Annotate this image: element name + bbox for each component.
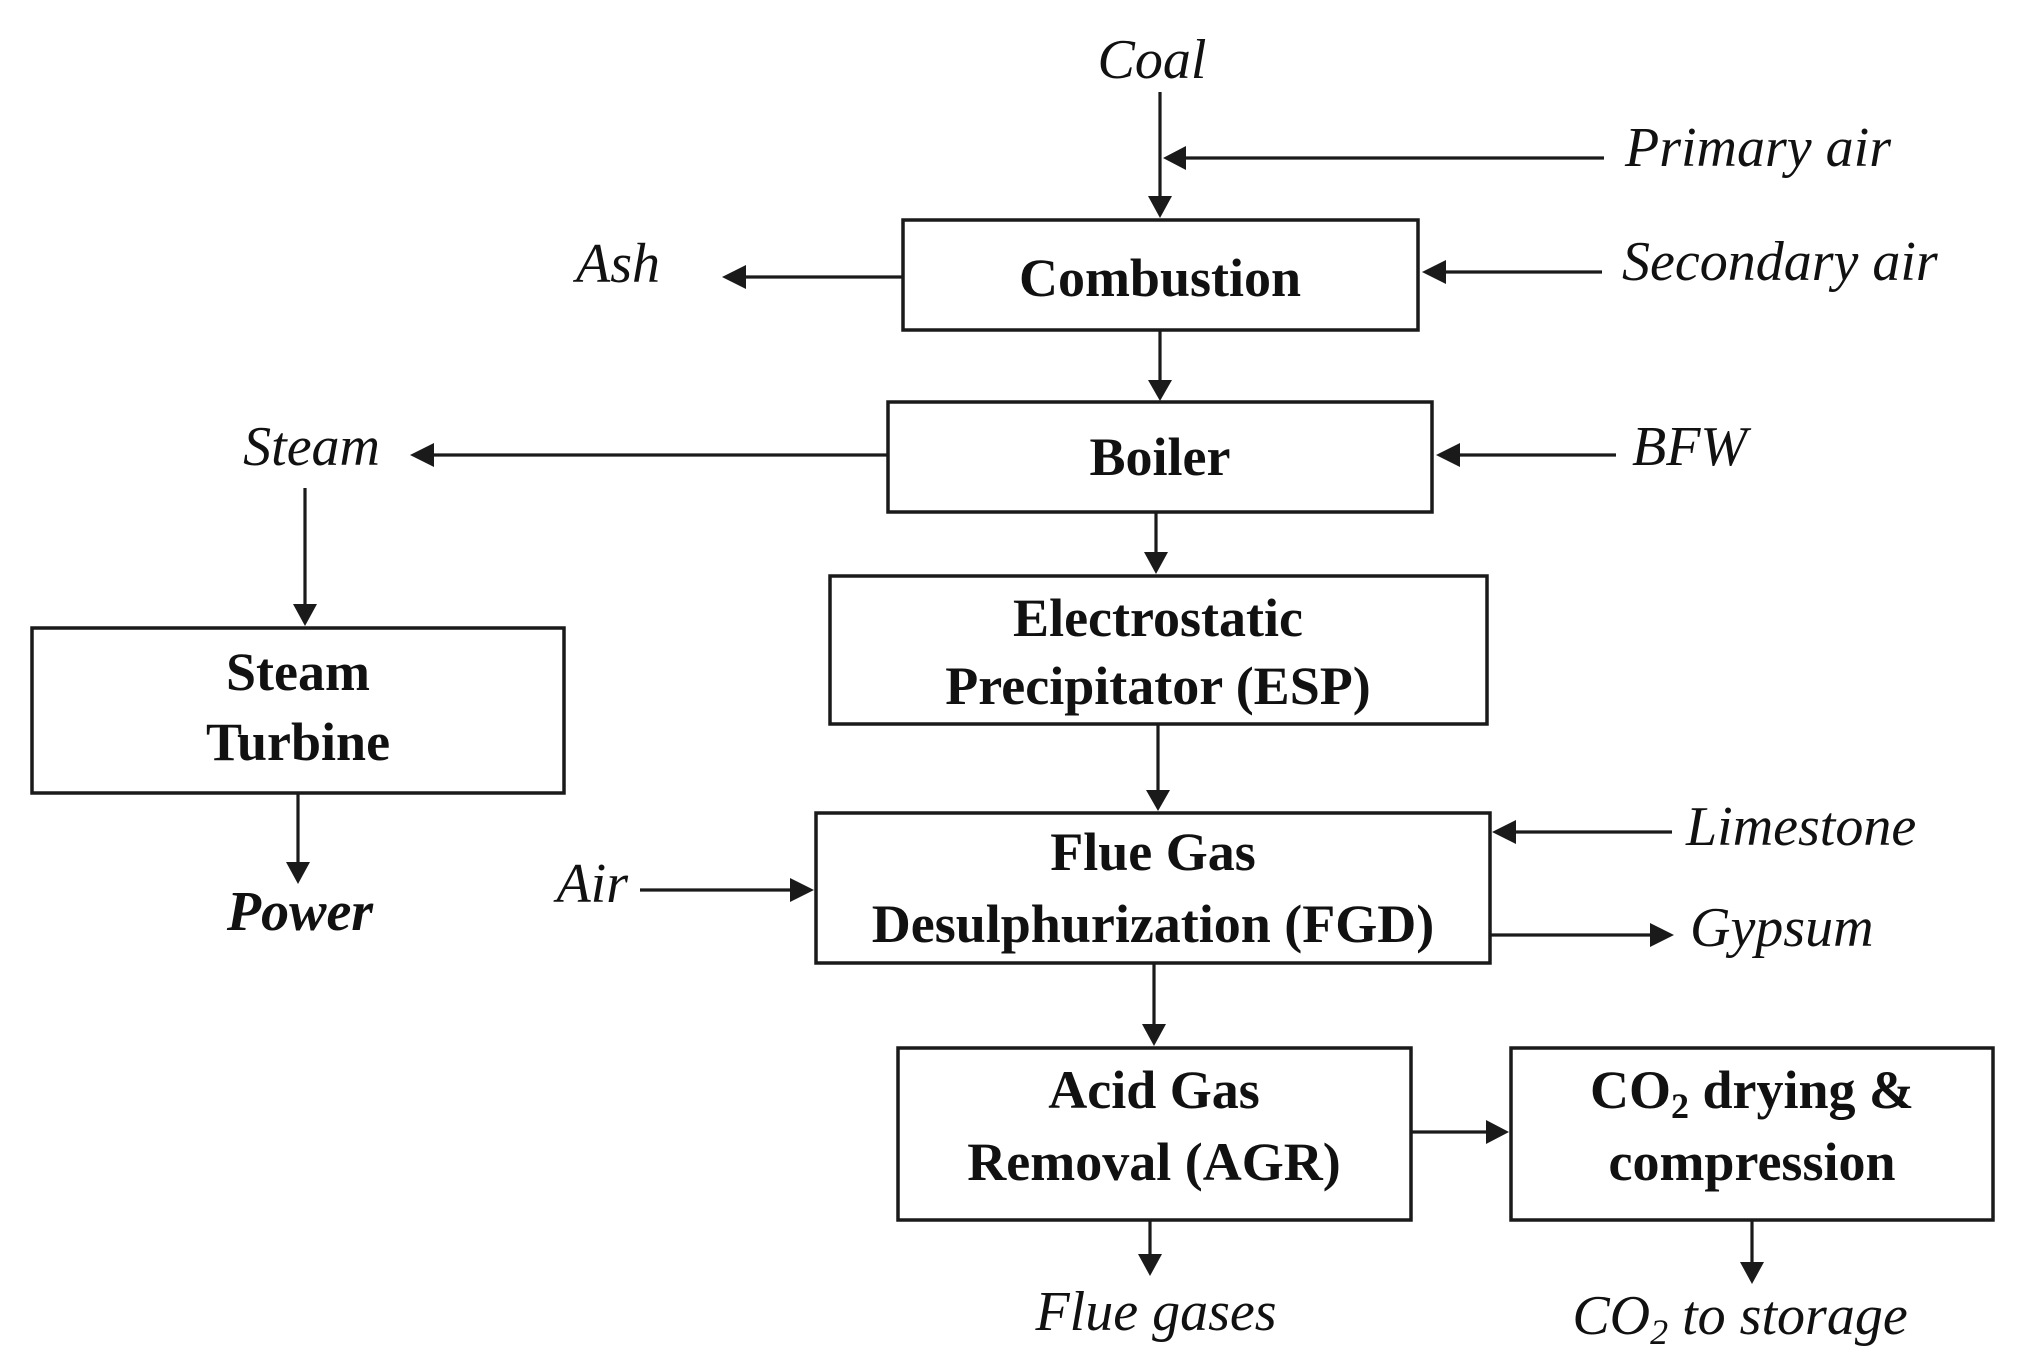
boiler-label: Boiler — [1090, 427, 1231, 487]
gypsum-label: Gypsum — [1690, 897, 1874, 959]
co2-storage-label: CO2 to storage — [1572, 1285, 1907, 1352]
esp-label-line1: Electrostatic — [1013, 588, 1303, 648]
coal-label: Coal — [1098, 29, 1207, 91]
arrow-fgd-to-agr — [1142, 963, 1166, 1046]
steam-turbine-box: Steam Turbine — [30, 626, 566, 795]
agr-label-line1: Acid Gas — [1048, 1060, 1260, 1120]
arrow-agr-to-flue-gases — [1138, 1220, 1162, 1276]
arrow-co2-to-storage — [1740, 1220, 1764, 1284]
combustion-box: Combustion — [901, 218, 1420, 332]
agr-box: Acid Gas Removal (AGR) — [896, 1046, 1413, 1222]
arrow-turbine-to-power — [286, 793, 310, 884]
limestone-label: Limestone — [1685, 796, 1916, 858]
flue-gases-label: Flue gases — [1034, 1281, 1276, 1343]
secondary-air-label: Secondary air — [1622, 231, 1938, 293]
arrow-combustion-to-boiler — [1148, 330, 1172, 401]
co2-compression-label-line2: compression — [1608, 1132, 1895, 1192]
arrow-boiler-to-esp — [1144, 512, 1168, 574]
steam-turbine-label-line1: Steam — [226, 642, 370, 702]
combustion-label: Combustion — [1019, 248, 1301, 308]
arrow-primary-air — [1163, 146, 1604, 170]
arrow-to-ash — [722, 265, 903, 289]
co2-compression-label-line1: CO2 drying & — [1590, 1060, 1914, 1126]
arrow-coal-to-combustion — [1148, 92, 1172, 218]
steam-label: Steam — [243, 416, 380, 478]
primary-air-label: Primary air — [1624, 117, 1891, 179]
esp-box: Electrostatic Precipitator (ESP) — [828, 574, 1489, 726]
fgd-label-line2: Desulphurization (FGD) — [872, 894, 1435, 954]
arrow-air — [640, 878, 814, 902]
boiler-box: Boiler — [886, 400, 1434, 514]
co2-compression-box: CO2 drying & compression — [1509, 1046, 1995, 1222]
fgd-label-line1: Flue Gas — [1050, 822, 1256, 882]
arrow-to-gypsum — [1490, 923, 1674, 947]
steam-turbine-label-line2: Turbine — [206, 712, 390, 772]
arrow-esp-to-fgd — [1146, 724, 1170, 811]
agr-label-line2: Removal (AGR) — [967, 1132, 1340, 1192]
arrow-to-steam — [410, 443, 888, 467]
esp-label-line2: Precipitator (ESP) — [945, 656, 1370, 716]
fgd-box: Flue Gas Desulphurization (FGD) — [814, 811, 1492, 965]
bfw-label: BFW — [1632, 416, 1751, 478]
arrow-agr-to-co2 — [1411, 1120, 1509, 1144]
air-label: Air — [552, 853, 628, 915]
arrow-bfw — [1436, 443, 1616, 467]
ash-label: Ash — [572, 233, 660, 295]
arrow-secondary-air — [1422, 260, 1602, 284]
arrow-limestone — [1492, 820, 1672, 844]
arrow-steam-to-turbine — [293, 488, 317, 626]
power-label: Power — [226, 881, 374, 943]
